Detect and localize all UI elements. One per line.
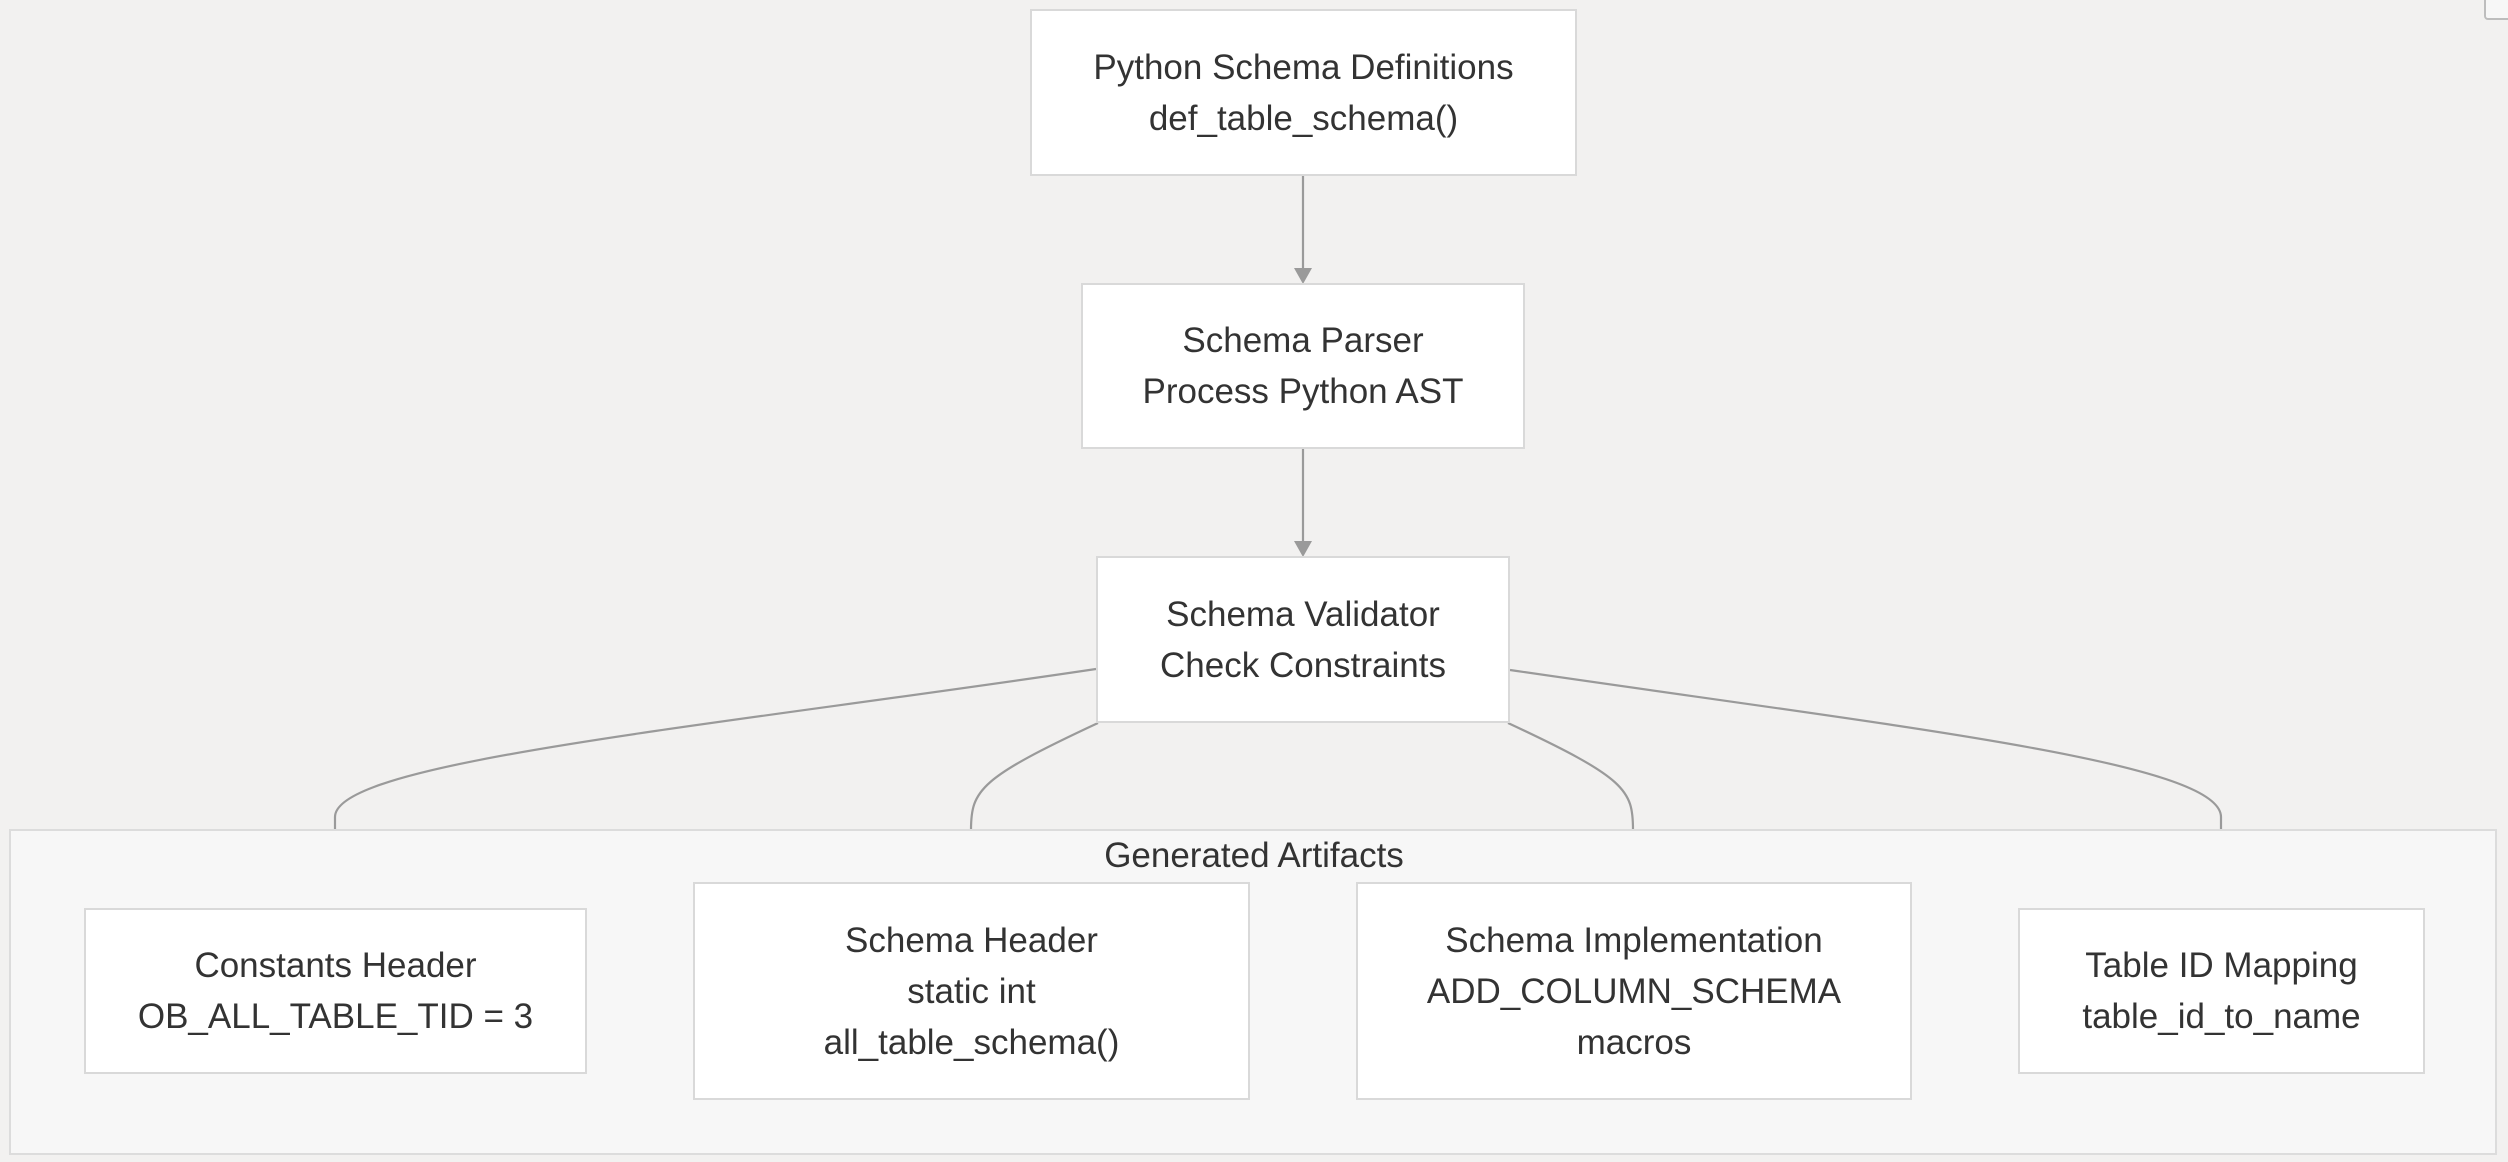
node-line: Schema Header bbox=[845, 920, 1098, 960]
node-constants-header: Constants Header OB_ALL_TABLE_TID = 3 bbox=[84, 908, 587, 1074]
node-line: all_table_schema() bbox=[823, 1022, 1120, 1062]
node-line: Schema Parser bbox=[1182, 321, 1424, 360]
node-line: Schema Validator bbox=[1166, 594, 1440, 634]
edge-python-schema-to-parser bbox=[1294, 176, 1312, 284]
node-line: Schema Implementation bbox=[1445, 920, 1823, 960]
node-line: Python Schema Definitions bbox=[1093, 47, 1514, 87]
node-schema-implementation: Schema Implementation ADD_COLUMN_SCHEMA … bbox=[1356, 882, 1912, 1100]
node-line: Process Python AST bbox=[1142, 372, 1464, 411]
node-line: macros bbox=[1576, 1022, 1692, 1062]
node-line: ADD_COLUMN_SCHEMA bbox=[1426, 971, 1842, 1011]
node-python-schema-definitions: Python Schema Definitions def_table_sche… bbox=[1030, 9, 1577, 176]
node-line: static int bbox=[907, 971, 1036, 1011]
node-line: table_id_to_name bbox=[2082, 997, 2361, 1036]
node-schema-header: Schema Header static int all_table_schem… bbox=[693, 882, 1250, 1100]
node-schema-validator: Schema Validator Check Constraints bbox=[1096, 556, 1510, 723]
node-line: Table ID Mapping bbox=[2085, 946, 2358, 985]
node-line: Check Constraints bbox=[1160, 645, 1446, 685]
node-table-id-mapping: Table ID Mapping table_id_to_name bbox=[2018, 908, 2425, 1074]
node-schema-parser: Schema Parser Process Python AST bbox=[1081, 283, 1525, 449]
cluster-title: Generated Artifacts bbox=[1104, 836, 1404, 875]
node-line: OB_ALL_TABLE_TID = 3 bbox=[137, 997, 534, 1036]
node-line: def_table_schema() bbox=[1148, 98, 1459, 138]
expand-icon[interactable] bbox=[2484, 0, 2508, 20]
edge-parser-to-validator bbox=[1294, 449, 1312, 557]
node-line: Constants Header bbox=[194, 946, 477, 985]
